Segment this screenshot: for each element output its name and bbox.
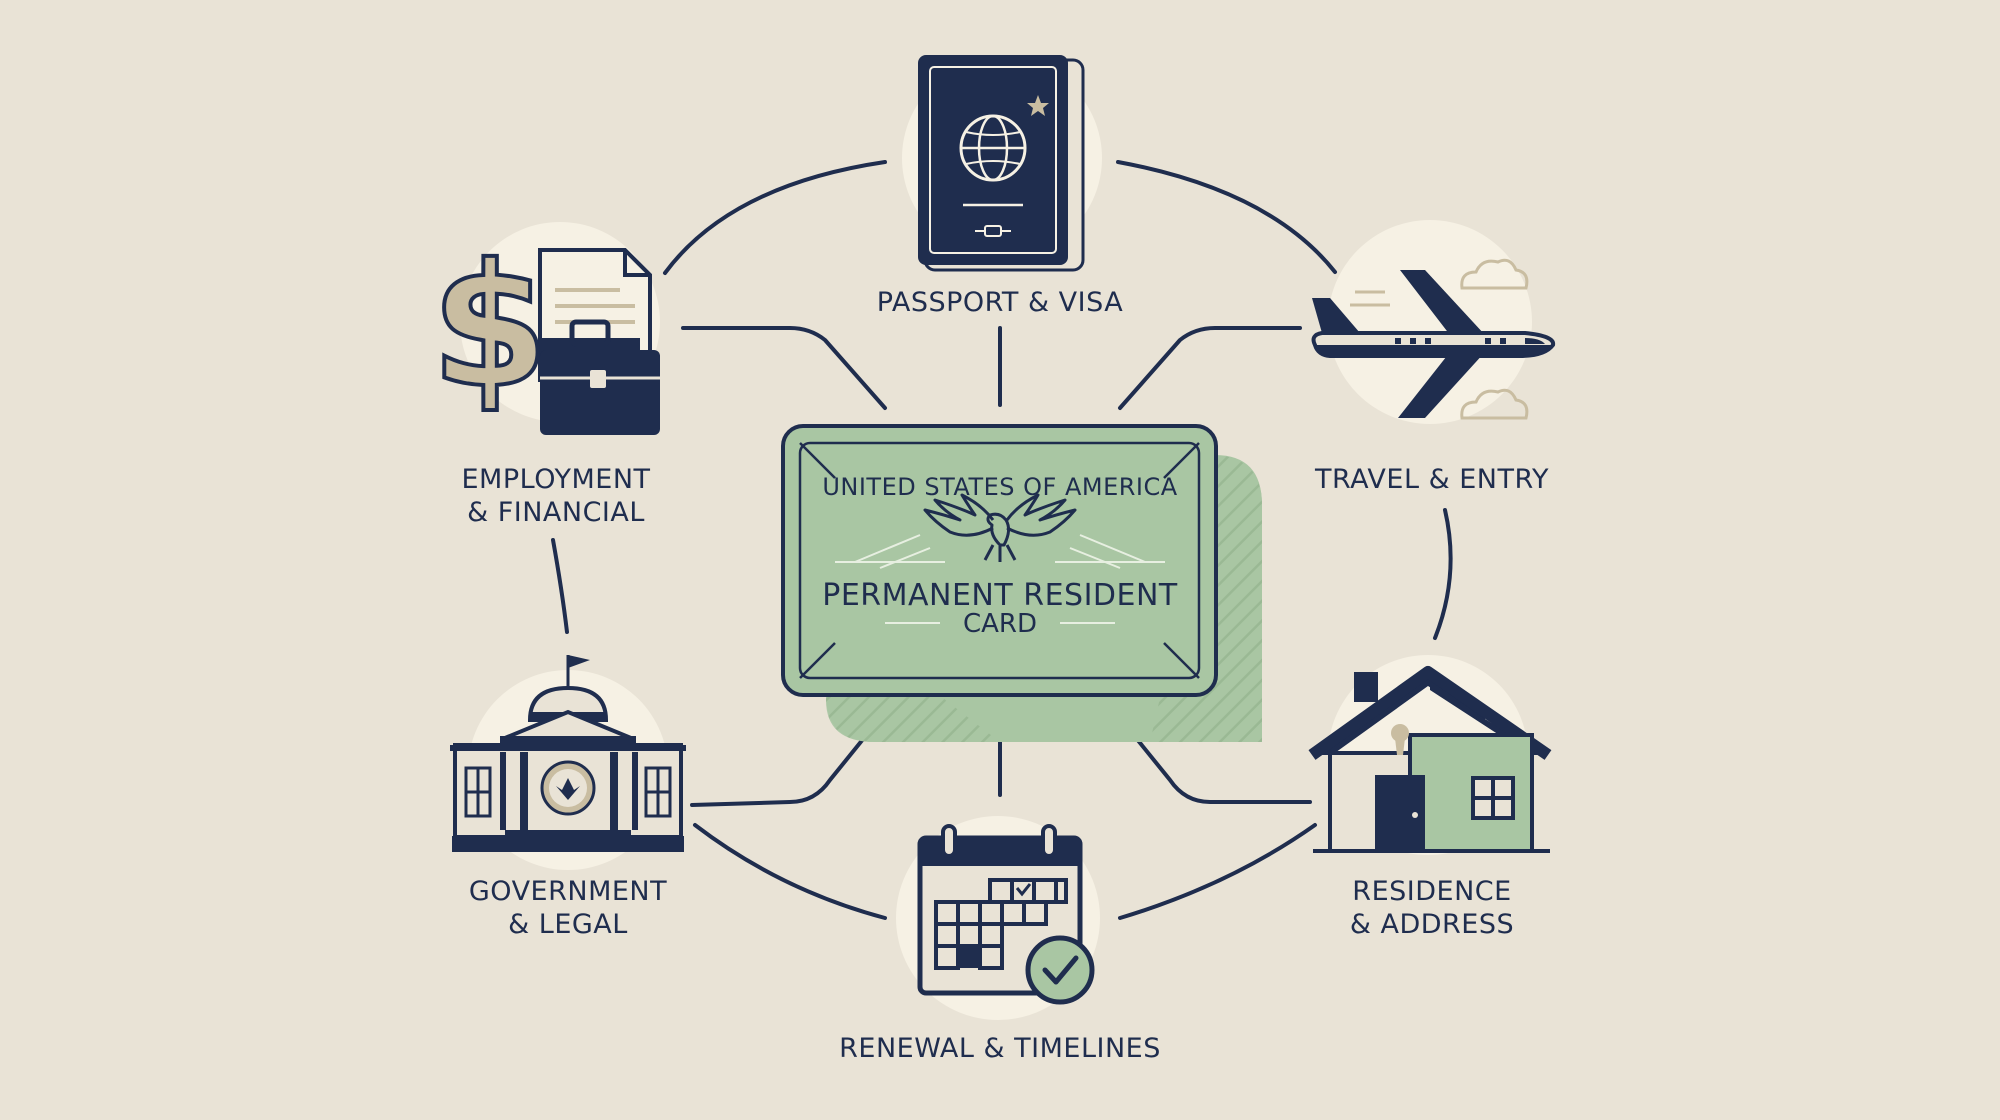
label-employment: EMPLOYMENT & FINANCIAL: [461, 463, 650, 529]
ring-arc-renewal-government: [693, 823, 887, 920]
node-passport[interactable]: [902, 55, 1102, 272]
node-renewal[interactable]: [896, 816, 1100, 1020]
node-government[interactable]: [450, 655, 686, 870]
label-government: GOVERNMENT & LEGAL: [469, 875, 667, 941]
spoke-travel: [1118, 326, 1302, 410]
travel-node-circle: [1328, 220, 1532, 424]
eagle-icon: [923, 493, 1077, 562]
label-residence-line1: RESIDENCE: [1352, 876, 1512, 907]
label-travel-line1: TRAVEL & ENTRY: [1315, 464, 1549, 495]
spoke-residence: [1113, 710, 1312, 804]
node-travel[interactable]: [1311, 220, 1556, 424]
label-renewal: RENEWAL & TIMELINES: [839, 1032, 1161, 1065]
briefcase-icon: [540, 319, 660, 435]
spoke-employment: [681, 326, 887, 410]
cloud-icon: [1460, 258, 1529, 420]
svg-text:$: $: [431, 228, 549, 426]
government-building-icon: [450, 655, 686, 852]
permanent-resident-card: [781, 424, 1262, 742]
card-title-line1: PERMANENT RESIDENT: [822, 578, 1178, 613]
label-government-line1: GOVERNMENT: [468, 876, 668, 907]
card-inner-border: [798, 441, 1201, 680]
outer-ring-connectors: [551, 160, 1453, 920]
label-travel: TRAVEL & ENTRY: [1315, 463, 1549, 496]
ring-arc-passport-employment: [663, 160, 887, 275]
label-residence: RESIDENCE & ADDRESS: [1350, 875, 1514, 941]
airplane-icon: [1311, 270, 1556, 418]
label-employment-line1: EMPLOYMENT: [461, 464, 651, 495]
ring-arc-travel-residence: [1433, 508, 1453, 640]
ring-arc-employment-government: [551, 538, 569, 634]
spoke-government: [690, 710, 887, 807]
label-residence-line2: & ADDRESS: [1349, 909, 1515, 940]
card-country-text: UNITED STATES OF AMERICA: [822, 473, 1178, 501]
card-title-line2: CARD: [962, 609, 1038, 639]
node-residence[interactable]: [1308, 655, 1552, 855]
card-light-rays: [835, 534, 1165, 624]
label-passport-line1: PASSPORT & VISA: [876, 287, 1124, 318]
ring-arc-residence-renewal: [1118, 823, 1317, 920]
label-employment-line2: & FINANCIAL: [467, 497, 645, 528]
label-government-line2: & LEGAL: [508, 909, 628, 940]
card-corner-accents: [799, 442, 1200, 679]
label-renewal-line1: RENEWAL & TIMELINES: [839, 1033, 1161, 1064]
passport-icon: [918, 55, 1085, 272]
dollar-icon: $: [429, 226, 551, 428]
calendar-icon: [917, 824, 1095, 1005]
node-employment[interactable]: $: [429, 222, 660, 435]
label-passport: PASSPORT & VISA: [877, 286, 1123, 319]
house-icon: [1308, 666, 1552, 853]
spoke-connectors: [681, 326, 1312, 807]
ring-arc-passport-travel: [1116, 160, 1337, 274]
